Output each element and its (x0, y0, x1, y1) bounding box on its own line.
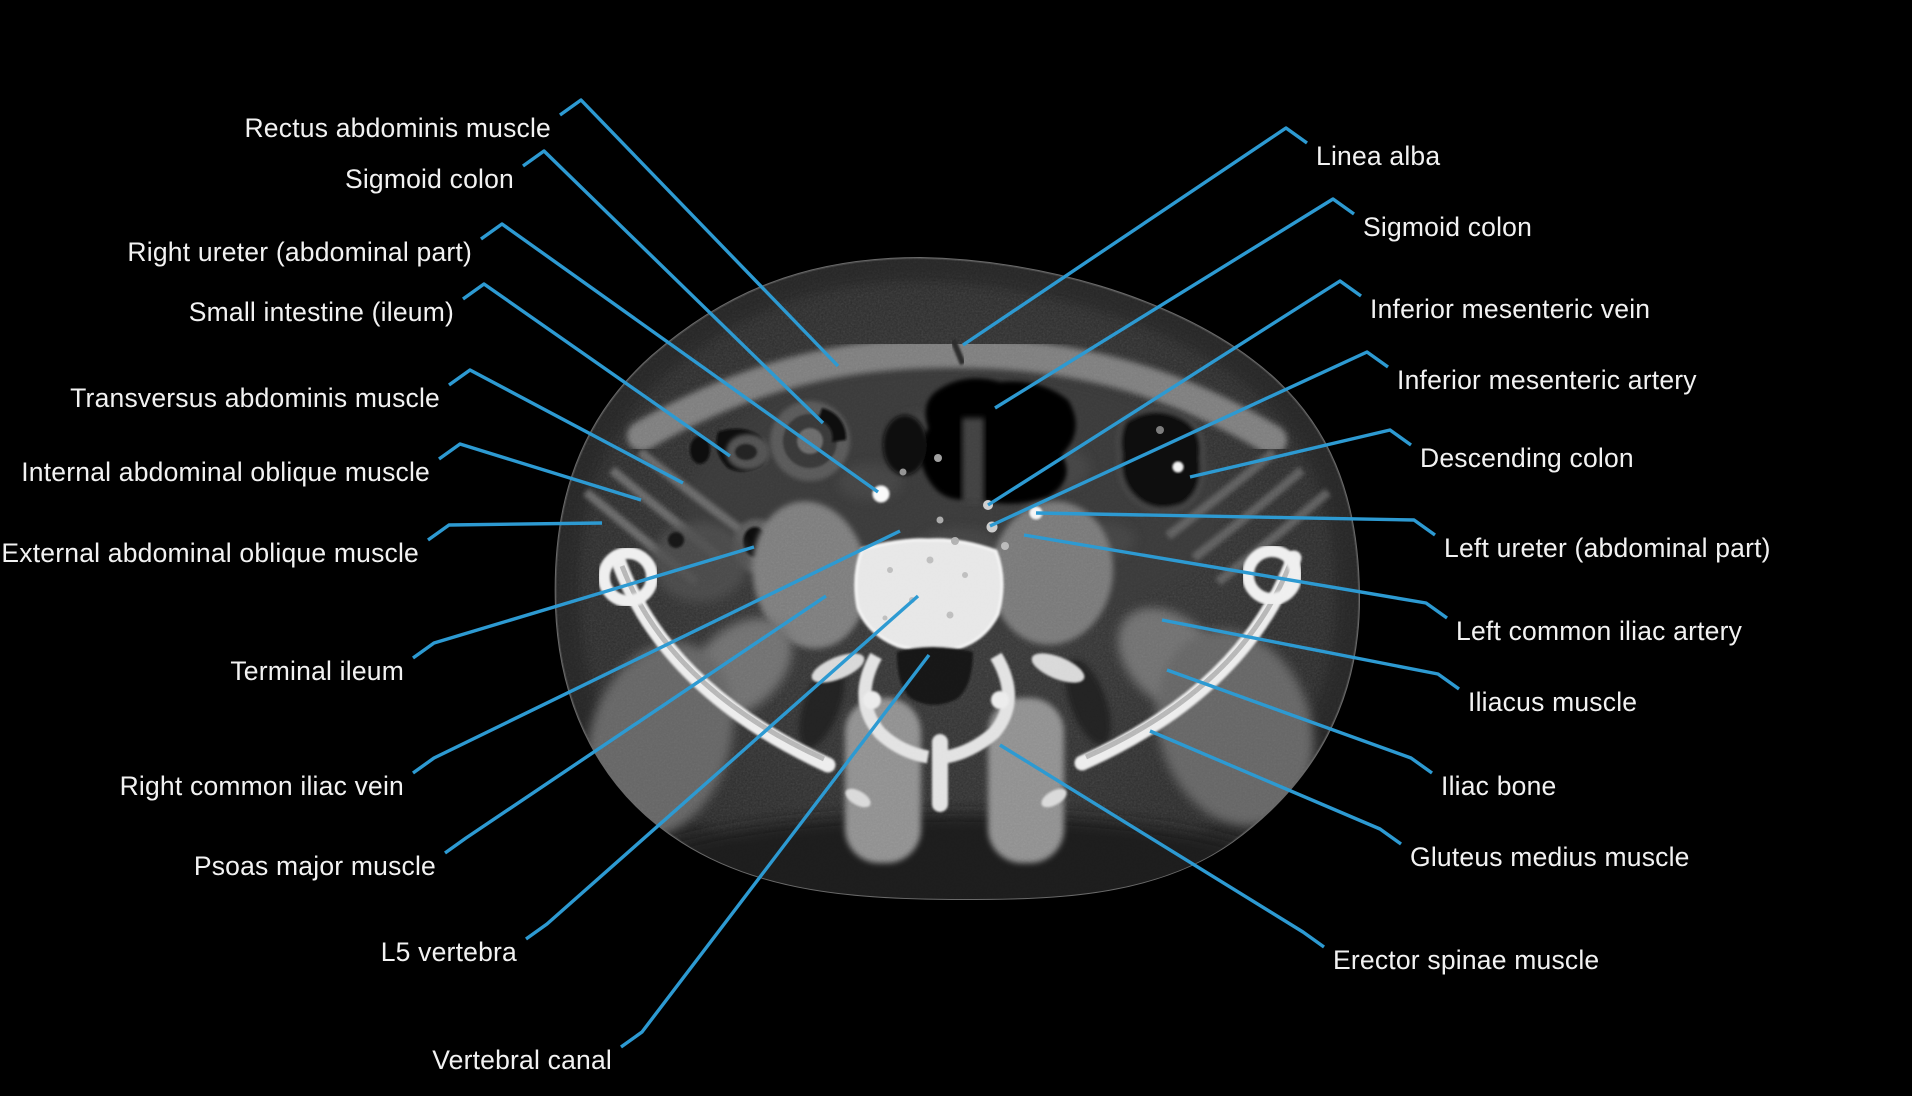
leader-line-linea-alba (962, 126, 1308, 347)
label-inferior-mesenteric-artery: Inferior mesenteric artery (1397, 365, 1697, 395)
leader-line-left-ureter-abdominal-part (1035, 511, 1436, 537)
label-right-ureter-abdominal-part: Right ureter (abdominal part) (127, 237, 472, 267)
label-left-ureter-abdominal-part: Left ureter (abdominal part) (1444, 533, 1771, 563)
label-internal-abdominal-oblique-muscle: Internal abdominal oblique muscle (21, 457, 430, 487)
leader-line-terminal-ileum (412, 545, 755, 660)
leader-line-inferior-mesenteric-artery (989, 350, 1389, 528)
leader-line-iliac-bone (1166, 668, 1433, 775)
label-external-abdominal-oblique-muscle: External abdominal oblique muscle (1, 538, 419, 568)
label-l5-vertebra: L5 vertebra (381, 937, 517, 967)
leader-line-sigmoid-colon (522, 149, 825, 425)
leader-line-internal-abdominal-oblique-muscle (438, 442, 642, 502)
leader-line-inferior-mesenteric-vein (987, 279, 1362, 507)
leader-line-iliacus-muscle (1161, 618, 1460, 691)
leader-line-left-common-iliac-artery (1023, 533, 1448, 620)
leader-line-l5-vertebra (525, 594, 920, 941)
label-sigmoid-colon: Sigmoid colon (345, 164, 514, 194)
label-gluteus-medius-muscle: Gluteus medius muscle (1410, 842, 1690, 872)
label-small-intestine-ileum: Small intestine (ileum) (189, 297, 454, 327)
leader-line-transversus-abdominis-muscle (448, 368, 684, 485)
leader-line-descending-colon (1189, 428, 1412, 479)
label-rectus-abdominis-muscle: Rectus abdominis muscle (244, 113, 551, 143)
label-right-common-iliac-vein: Right common iliac vein (120, 771, 404, 801)
ct-noise (555, 258, 1360, 900)
label-terminal-ileum: Terminal ileum (230, 656, 404, 686)
leader-line-right-common-iliac-vein (412, 529, 901, 775)
label-iliacus-muscle: Iliacus muscle (1468, 687, 1637, 717)
leader-line-right-ureter-abdominal-part (480, 222, 879, 494)
leader-line-rectus-abdominis-muscle (559, 98, 840, 368)
label-sigmoid-colon-right: Sigmoid colon (1363, 212, 1532, 242)
label-erector-spinae-muscle: Erector spinae muscle (1333, 945, 1599, 975)
label-psoas-major-muscle: Psoas major muscle (194, 851, 436, 881)
leader-line-small-intestine-ileum (462, 282, 731, 458)
leader-line-vertebral-canal (620, 653, 931, 1049)
label-vertebral-canal: Vertebral canal (432, 1045, 612, 1075)
leader-line-gluteus-medius-muscle (1149, 729, 1402, 846)
ct-image (554, 256, 1361, 901)
label-descending-colon: Descending colon (1420, 443, 1634, 473)
label-linea-alba: Linea alba (1316, 141, 1440, 171)
leader-line-erector-spinae-muscle (999, 743, 1325, 949)
label-left-common-iliac-artery: Left common iliac artery (1456, 616, 1743, 646)
label-transversus-abdominis-muscle: Transversus abdominis muscle (70, 383, 440, 413)
leader-line-psoas-major-muscle (444, 594, 827, 855)
leader-line-external-abdominal-oblique-muscle (427, 521, 603, 542)
label-inferior-mesenteric-vein: Inferior mesenteric vein (1370, 294, 1650, 324)
leader-line-sigmoid-colon (994, 197, 1355, 410)
label-iliac-bone: Iliac bone (1441, 771, 1556, 801)
